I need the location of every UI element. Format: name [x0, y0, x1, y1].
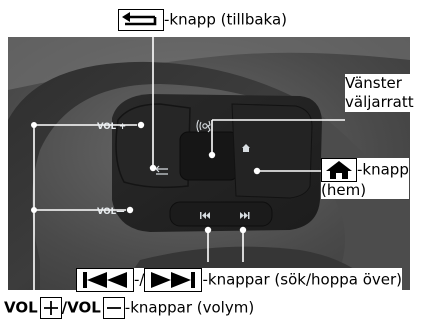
wheel-home-icon [242, 144, 250, 152]
callout-back: -knapp (tillbaka) [118, 9, 288, 31]
back-button-label: -knapp (tillbaka) [164, 10, 288, 29]
voice-command-icon [196, 119, 211, 133]
back-arrow-icon [118, 9, 164, 31]
seek-separator: -/ [134, 270, 145, 289]
home-button-label: -knapp [357, 160, 409, 179]
minus-icon [102, 297, 125, 319]
skip-back-icon [76, 268, 134, 292]
skip-forward-icon [144, 268, 203, 292]
wheel-vol-minus-label: VOL— [97, 207, 125, 217]
callout-seek: -/ -knappar (sök/hoppa över) [76, 268, 403, 292]
callout-home: -knapp (hem) [321, 158, 409, 199]
wheel-back-icon [155, 165, 168, 175]
seek-buttons-label: -knappar (sök/hoppa över) [202, 270, 403, 289]
wheel-seek-icons [200, 212, 250, 219]
house-icon [321, 158, 357, 182]
callout-volume: VOL /VOL -knappar (volym) [4, 297, 255, 319]
leader-dots [31, 121, 261, 234]
volume-slash: / [61, 298, 68, 317]
home-button-label-line2: (hem) [321, 181, 367, 199]
plus-icon [39, 297, 62, 319]
left-selector-label-line2: väljarratt [345, 93, 414, 111]
vol-plus-text: VOL [4, 298, 38, 317]
volume-buttons-label: -knappar (volym) [124, 298, 255, 317]
callout-left-selector: Vänster väljarratt [345, 74, 414, 112]
wheel-vol-plus-label: VOL + [97, 122, 127, 132]
left-selector-label-line1: Vänster [345, 74, 402, 92]
vol-minus-text: VOL [67, 298, 101, 317]
